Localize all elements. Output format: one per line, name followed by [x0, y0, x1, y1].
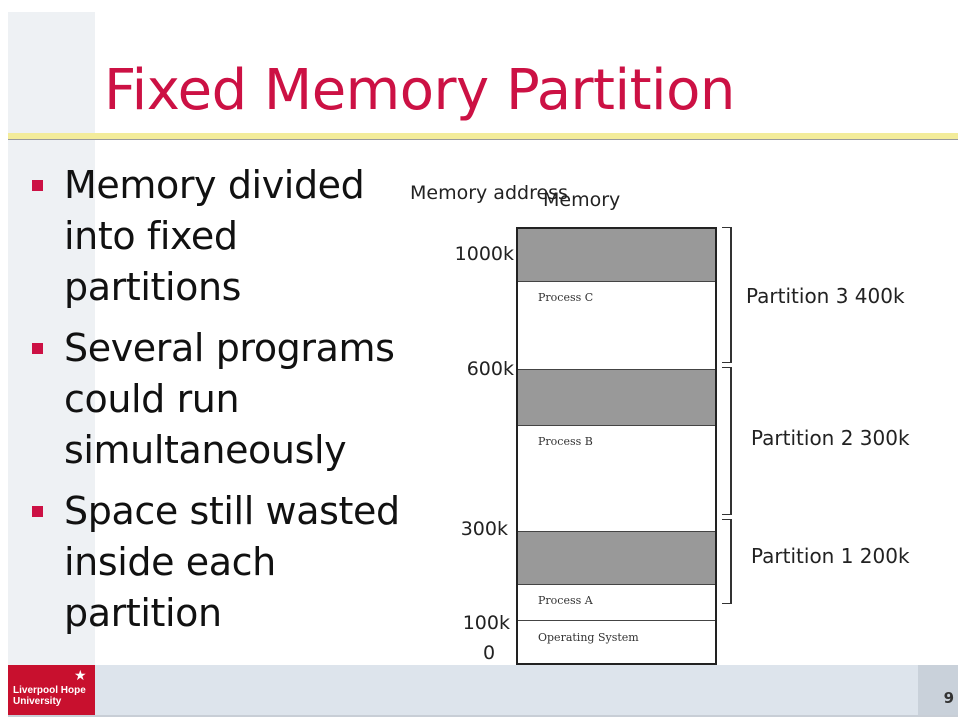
bullet-list: Memory divided into fixed partitions Sev… — [26, 160, 416, 649]
memory-block-label: Process A — [538, 594, 593, 607]
university-logo: ★ Liverpool Hope University — [8, 665, 95, 715]
title-underline-accent — [8, 133, 958, 139]
partition-1-bracket — [722, 519, 732, 604]
unused-space-block — [518, 532, 715, 585]
unused-space-block — [518, 229, 715, 282]
logo-text: Liverpool Hope University — [13, 685, 86, 707]
star-icon: ★ — [74, 668, 87, 684]
bullet-item: Space still wasted inside each partition — [26, 486, 416, 639]
title-underline — [8, 139, 958, 140]
partition-1-label: Partition 1 200k — [751, 544, 910, 568]
bullet-text: Space still wasted inside each partition — [64, 489, 400, 635]
partition-2-bracket — [722, 367, 732, 515]
left-margin-band — [8, 12, 95, 665]
address-label-600k: 600k — [466, 358, 514, 380]
page-number: 9 — [943, 689, 954, 707]
memory-block-label: Process B — [538, 435, 593, 448]
memory-block-process-a: Process A — [518, 585, 715, 621]
memory-block-process-c: Process C — [518, 282, 715, 370]
memory-block-label: Operating System — [538, 631, 639, 644]
address-column-header: Memory address — [410, 182, 568, 204]
bullet-item: Memory divided into fixed partitions — [26, 160, 416, 313]
address-label-1000k: 1000k — [454, 243, 514, 265]
memory-block-operating-system: Operating System — [518, 621, 715, 663]
square-bullet-icon — [32, 180, 43, 191]
slide-title: Fixed Memory Partition — [104, 58, 735, 123]
page-number-box: 9 — [918, 665, 958, 715]
square-bullet-icon — [32, 506, 43, 517]
square-bullet-icon — [32, 343, 43, 354]
bullet-text: Memory divided into fixed partitions — [64, 163, 365, 309]
address-label-300k: 300k — [460, 518, 508, 540]
unused-space-block — [518, 370, 715, 426]
address-label-0: 0 — [482, 642, 496, 664]
partition-3-label: Partition 3 400k — [746, 284, 905, 308]
bullet-item: Several programs could run simultaneousl… — [26, 323, 416, 476]
memory-block-label: Process C — [538, 291, 594, 304]
footer-divider — [8, 715, 958, 717]
address-label-100k: 100k — [462, 612, 510, 634]
partition-3-bracket — [722, 227, 732, 363]
memory-column-header: Memory — [543, 189, 621, 211]
partition-2-label: Partition 2 300k — [751, 426, 910, 450]
footer-bar — [8, 665, 958, 715]
memory-column: Process C Process B Process A Operating … — [516, 227, 717, 665]
bullet-text: Several programs could run simultaneousl… — [64, 326, 395, 472]
memory-block-process-b: Process B — [518, 426, 715, 532]
